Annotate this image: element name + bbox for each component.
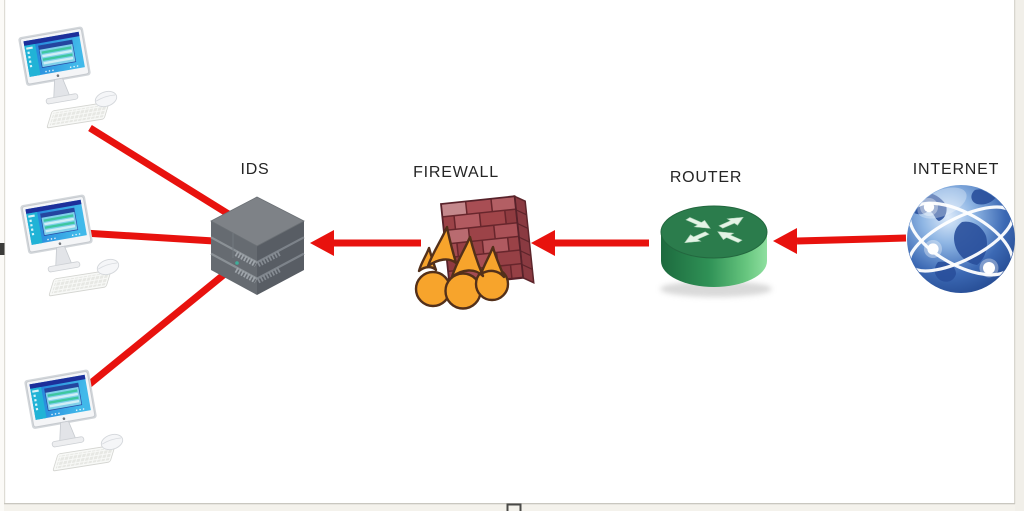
left-edge-cropped-mark	[0, 243, 5, 255]
arrowheads	[310, 228, 797, 256]
internet-label: INTERNET	[912, 161, 1000, 178]
workstation-2-computer-icon	[19, 193, 122, 297]
edge-ids-workstation-3	[83, 265, 235, 390]
firewall-icon	[414, 195, 535, 310]
arrowhead-to-router	[773, 228, 797, 254]
edge-ids-workstation-2	[83, 229, 215, 245]
workstation-3-computer-icon	[23, 368, 126, 472]
flame-icon	[414, 225, 510, 310]
edge-internet-router	[796, 234, 907, 245]
arrowhead-to-firewall	[531, 230, 555, 256]
workstation-1-computer-icon	[17, 25, 120, 129]
ids-label: IDS	[240, 161, 270, 178]
ids-server-icon	[210, 196, 305, 295]
internet-globe-icon	[907, 185, 1015, 293]
router-label: ROUTER	[669, 169, 743, 186]
edge-ids-workstation-1	[88, 125, 232, 218]
bottom-edge-cropped-mark	[506, 503, 522, 511]
router-icon	[660, 205, 772, 297]
connections	[83, 125, 907, 390]
firewall-label: FIREWALL	[413, 164, 499, 181]
arrowhead-to-ids	[310, 230, 334, 256]
